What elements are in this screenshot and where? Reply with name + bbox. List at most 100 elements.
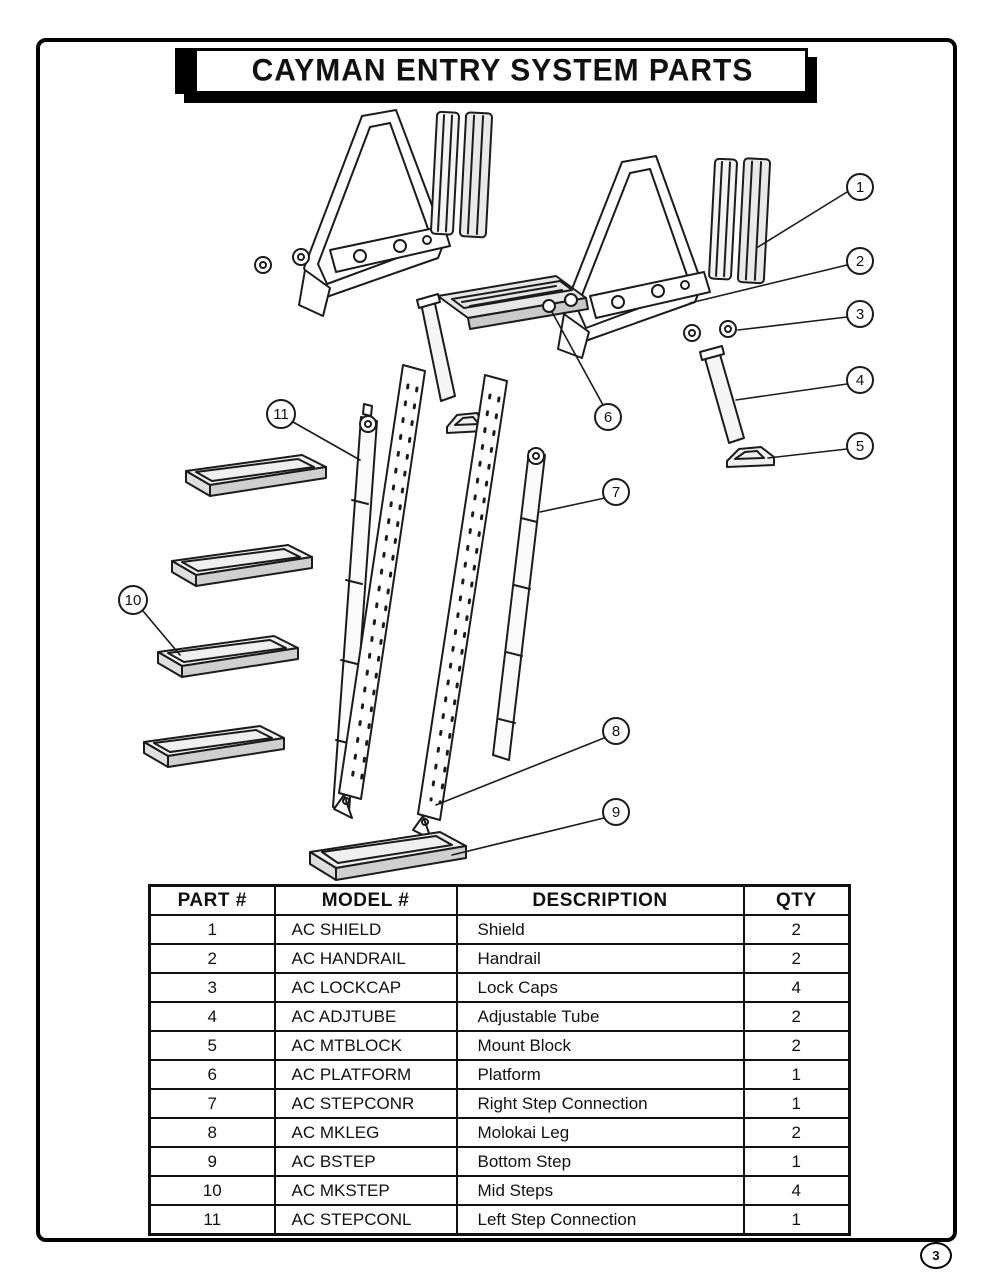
part-number-cell: 6 [148, 1059, 276, 1090]
model-number-cell: AC MKSTEP [273, 1175, 458, 1206]
description-cell: Lock Caps [455, 972, 745, 1003]
part-number-cell: 7 [148, 1088, 276, 1119]
description-cell: Molokai Leg [455, 1117, 745, 1148]
molokai-leg-b-illustration [412, 374, 508, 840]
callout-11: 11 [266, 399, 296, 429]
page-number-badge: 3 [920, 1242, 952, 1269]
svg-text:1: 1 [856, 179, 864, 196]
table-header-row: PART # MODEL # DESCRIPTION QTY [148, 884, 851, 916]
callout-6: 6 [594, 403, 622, 431]
part-number-cell: 5 [148, 1030, 276, 1061]
part-number-cell: 11 [148, 1204, 276, 1236]
header-model-number: MODEL # [273, 884, 458, 916]
page-title: CAYMAN ENTRY SYSTEM PARTS [251, 52, 754, 88]
title-banner: CAYMAN ENTRY SYSTEM PARTS [175, 48, 817, 103]
callout-3: 3 [846, 300, 874, 328]
callout-leader-lines [142, 191, 848, 856]
description-cell: Handrail [455, 943, 745, 974]
handrail-left-illustration [430, 110, 494, 239]
description-cell: Left Step Connection [455, 1204, 745, 1236]
model-number-cell: AC STEPCONR [273, 1088, 458, 1119]
page-number: 3 [932, 1248, 940, 1263]
model-number-cell: AC MKLEG [273, 1117, 458, 1148]
qty-cell: 4 [742, 972, 851, 1003]
qty-cell: 1 [742, 1146, 851, 1177]
model-number-cell: AC SHIELD [273, 914, 458, 945]
qty-cell: 4 [742, 1175, 851, 1206]
header-part-number: PART # [148, 884, 276, 916]
part-number-cell: 9 [148, 1146, 276, 1177]
callout-9: 9 [602, 798, 630, 826]
qty-cell: 2 [742, 1030, 851, 1061]
lock-caps-right-illustration [683, 320, 737, 342]
header-description: DESCRIPTION [455, 884, 745, 916]
part-number-cell: 10 [148, 1175, 276, 1206]
part-number-cell: 1 [148, 914, 276, 945]
handrail-right-illustration [708, 157, 772, 285]
title-banner-box: CAYMAN ENTRY SYSTEM PARTS [175, 48, 808, 94]
adjustable-tube-left-illustration [416, 293, 456, 402]
title-banner-spine [175, 48, 197, 94]
qty-cell: 1 [742, 1204, 851, 1236]
callouts: 1 2 3 4 5 6 7 8 [118, 173, 874, 826]
description-cell: Adjustable Tube [455, 1001, 745, 1032]
bottom-step-illustration [309, 831, 467, 881]
svg-text:9: 9 [612, 804, 620, 821]
callout-8: 8 [602, 717, 630, 745]
svg-text:6: 6 [604, 409, 612, 426]
shield-left-illustration [298, 109, 451, 317]
adjustable-tube-right-illustration [699, 345, 745, 444]
part-number-cell: 8 [148, 1117, 276, 1148]
part-number-cell: 2 [148, 943, 276, 974]
model-number-cell: AC HANDRAIL [273, 943, 458, 974]
svg-text:11: 11 [273, 406, 289, 423]
description-cell: Mid Steps [455, 1175, 745, 1206]
description-cell: Shield [455, 914, 745, 945]
qty-cell: 1 [742, 1088, 851, 1119]
qty-cell: 1 [742, 1059, 851, 1090]
part-number-cell: 4 [148, 1001, 276, 1032]
model-number-cell: AC PLATFORM [273, 1059, 458, 1090]
svg-text:7: 7 [612, 484, 620, 501]
svg-text:5: 5 [856, 438, 864, 455]
callout-7: 7 [602, 478, 630, 506]
platform-illustration [437, 275, 589, 330]
model-number-cell: AC ADJTUBE [273, 1001, 458, 1032]
mount-block-right-illustration [726, 446, 775, 468]
callout-4: 4 [846, 366, 874, 394]
part-number-cell: 3 [148, 972, 276, 1003]
model-number-cell: AC LOCKCAP [273, 972, 458, 1003]
callout-10: 10 [118, 585, 148, 615]
model-number-cell: AC STEPCONL [273, 1204, 458, 1236]
callout-2: 2 [846, 247, 874, 275]
qty-cell: 2 [742, 943, 851, 974]
lock-caps-left-illustration [254, 248, 310, 274]
header-qty: QTY [742, 884, 851, 916]
svg-text:3: 3 [856, 306, 864, 323]
svg-text:4: 4 [856, 372, 864, 389]
model-number-cell: AC BSTEP [273, 1146, 458, 1177]
callout-5: 5 [846, 432, 874, 460]
qty-cell: 2 [742, 1117, 851, 1148]
model-number-cell: AC MTBLOCK [273, 1030, 458, 1061]
mid-steps-illustration [143, 454, 327, 768]
svg-text:2: 2 [856, 253, 864, 270]
molokai-leg-a-illustration [333, 364, 426, 819]
qty-cell: 2 [742, 914, 851, 945]
svg-text:10: 10 [125, 592, 142, 609]
description-cell: Bottom Step [455, 1146, 745, 1177]
page-border-frame [36, 38, 957, 1242]
